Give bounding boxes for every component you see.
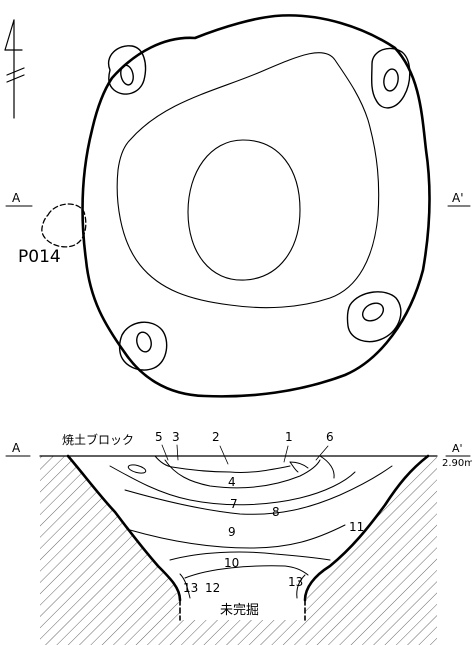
section-label-a-plan: A: [12, 191, 21, 205]
layer-2-leader: [219, 445, 229, 465]
burnt-soil-block-label: 焼土ブロック: [62, 432, 134, 447]
post-hole-upper-left: [107, 45, 147, 95]
layer-label-5: 5: [155, 430, 163, 444]
layer-label-2: 2: [212, 430, 220, 444]
layer-5-leader: [161, 444, 169, 461]
section-label-a: A: [12, 441, 21, 455]
post-hole-lower-right: [346, 291, 402, 343]
layer-label-9: 9: [228, 525, 236, 539]
unexcavated-label: 未完掘: [220, 603, 259, 618]
layer-label-13-right: 13: [288, 575, 303, 589]
layer-label-6: 6: [326, 430, 334, 444]
pit-outline: [81, 14, 431, 398]
layer-boundaries: [109, 455, 393, 599]
elevation-label: 2.90m: [442, 458, 472, 469]
burnt-soil-block-mark: [127, 464, 147, 474]
layer-label-4: 4: [228, 475, 236, 489]
layer-label-12: 12: [205, 581, 220, 595]
post-hole-lower-left: [118, 321, 168, 371]
section-pit-wall: [66, 454, 430, 602]
section-label-a-prime: A': [452, 442, 463, 455]
pit-label-p014: P014: [18, 247, 61, 267]
layer-label-8: 8: [272, 505, 280, 519]
layer-label-1: 1: [285, 430, 293, 444]
layer-1-leader: [283, 445, 289, 463]
north-arrow-icon: [4, 19, 25, 119]
soil-hatching: [40, 456, 437, 645]
layer-label-3: 3: [172, 430, 180, 444]
layer-label-7: 7: [230, 497, 238, 511]
section-label-a-prime-plan: A': [452, 191, 464, 205]
layer-label-10: 10: [224, 556, 239, 570]
pit-contour-outer: [116, 52, 380, 309]
layer-label-13-left: 13: [183, 581, 198, 595]
layer-label-11: 11: [349, 520, 364, 534]
pit-p014-outline: [41, 203, 87, 248]
layer-3-leader: [176, 444, 179, 461]
pit-contour-inner: [187, 139, 301, 281]
layer-6-leader: [315, 445, 329, 461]
post-hole-upper-right: [370, 47, 411, 109]
